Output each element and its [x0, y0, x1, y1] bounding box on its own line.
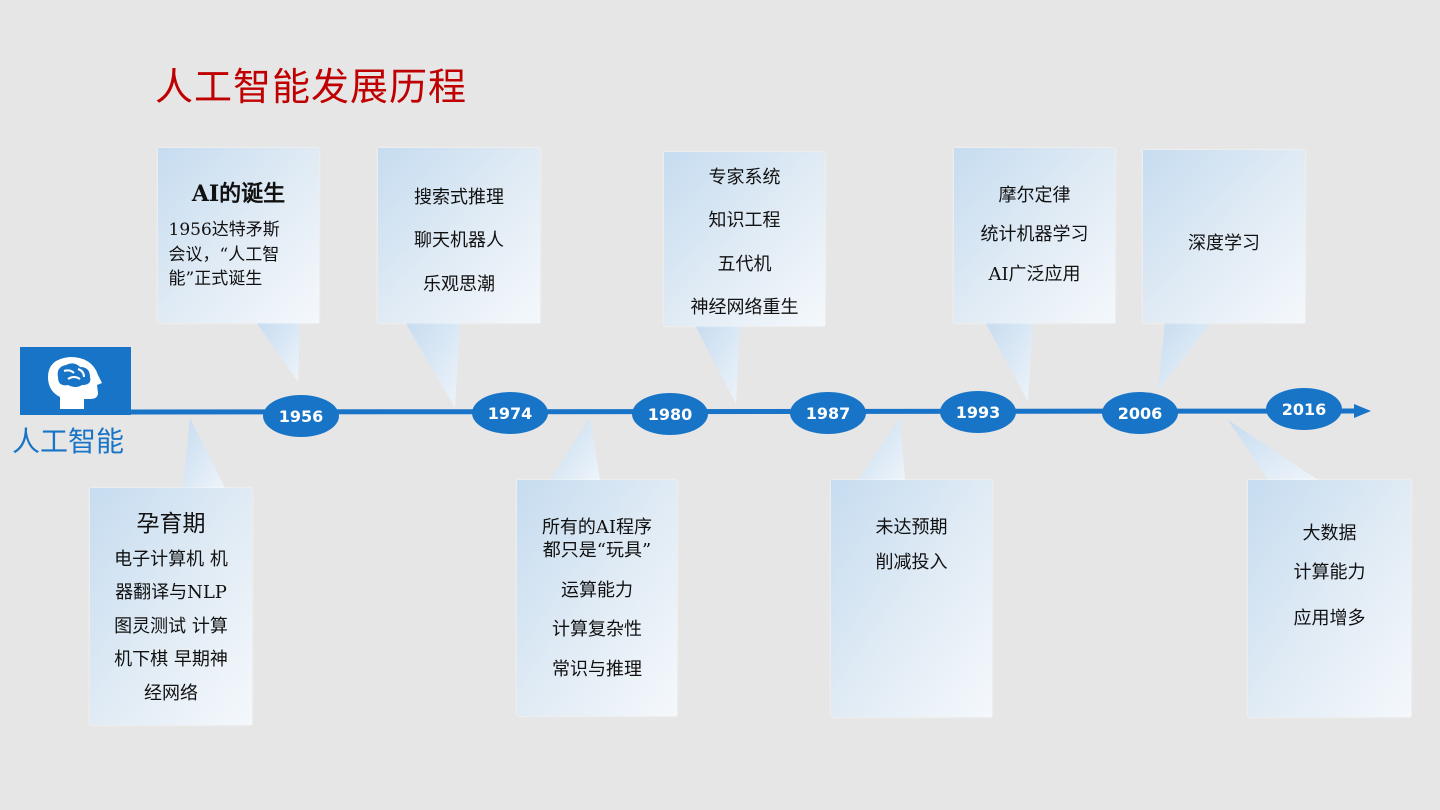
year-marker: 1956	[263, 395, 339, 437]
card-line: 器翻译与NLP	[115, 582, 227, 604]
card-line: 计算复杂性	[552, 619, 642, 641]
card-line: 大数据	[1302, 523, 1357, 544]
card-line: 专家系统	[708, 167, 781, 188]
year-marker: 1974	[472, 392, 548, 434]
card-line: 运算能力	[561, 579, 633, 601]
year-marker: 1993	[940, 391, 1016, 433]
card-bigdata: 大数据 计算能力 应用增多	[1248, 480, 1411, 717]
card-line: 经网络	[144, 682, 198, 704]
card-line: 摩尔定律	[998, 185, 1071, 206]
card-line: 都只是“玩具”	[542, 540, 652, 562]
card-deep: 深度学习	[1143, 150, 1305, 323]
axis-arrow	[1354, 404, 1371, 418]
card-line: 未达预期	[875, 517, 948, 538]
card-line: AI广泛应用	[988, 263, 1081, 285]
card-line: 聊天机器人	[414, 230, 504, 252]
card-line: 1956达特矛斯	[168, 220, 280, 240]
card-line: 所有的AI程序	[541, 517, 653, 538]
card-expert: 专家系统 知识工程 五代机 神经网络重生	[664, 152, 825, 326]
year-marker: 2016	[1266, 388, 1342, 430]
pointer-cut	[858, 418, 905, 480]
card-line: 搜索式推理	[414, 187, 504, 208]
pointer-toys	[550, 418, 600, 480]
card-gestation: 孕育期 电子计算机 机 器翻译与NLP 图灵测试 计算 机下棋 早期神 经网络	[90, 488, 252, 725]
page-title: 人工智能发展历程	[155, 65, 468, 109]
logo	[20, 347, 131, 415]
card-line: 神经网络重生	[690, 297, 799, 319]
card-line: 图灵测试 计算	[114, 615, 228, 637]
card-line: 深度学习	[1188, 233, 1260, 254]
card-line: 削减投入	[875, 552, 948, 574]
card-line: 能”正式诞生	[168, 269, 263, 290]
pointer-gestation	[183, 418, 225, 488]
card-line: 五代机	[717, 253, 772, 275]
card-search: 搜索式推理 聊天机器人 乐观思潮	[378, 148, 540, 323]
card-line: 会议，“人工智	[168, 244, 280, 265]
card-cut: 未达预期 削减投入	[831, 480, 992, 717]
year-marker: 1987	[790, 392, 866, 434]
pointer-deep	[1158, 322, 1212, 390]
card-moore: 摩尔定律 统计机器学习 AI广泛应用	[954, 148, 1115, 323]
card-toys: 所有的AI程序 都只是“玩具” 运算能力 计算复杂性 常识与推理	[517, 480, 677, 716]
card-line: 知识工程	[708, 210, 781, 232]
card-line: 电子计算机 机	[114, 549, 228, 570]
year-marker: 1980	[632, 393, 708, 435]
card-heading: 孕育期	[136, 511, 206, 537]
pointer-moore	[985, 322, 1033, 402]
card-line: 常识与推理	[552, 658, 642, 680]
card-birth: AI的诞生 1956达特矛斯 会议，“人工智 能”正式诞生	[158, 148, 319, 323]
logo-label: 人工智能	[12, 425, 125, 458]
card-line: 应用增多	[1293, 607, 1366, 629]
card-heading: AI的诞生	[191, 181, 286, 207]
card-line: 统计机器学习	[980, 224, 1089, 246]
pointer-expert	[695, 325, 740, 404]
pointer-search	[405, 322, 460, 408]
pointer-birth	[256, 322, 300, 382]
card-line: 乐观思潮	[423, 273, 495, 295]
card-line: 机下棋 早期神	[114, 649, 228, 671]
card-line: 计算能力	[1293, 562, 1366, 584]
pointer-bigdata	[1228, 420, 1318, 480]
brain-head-icon	[48, 357, 102, 409]
year-marker: 2006	[1102, 392, 1178, 434]
